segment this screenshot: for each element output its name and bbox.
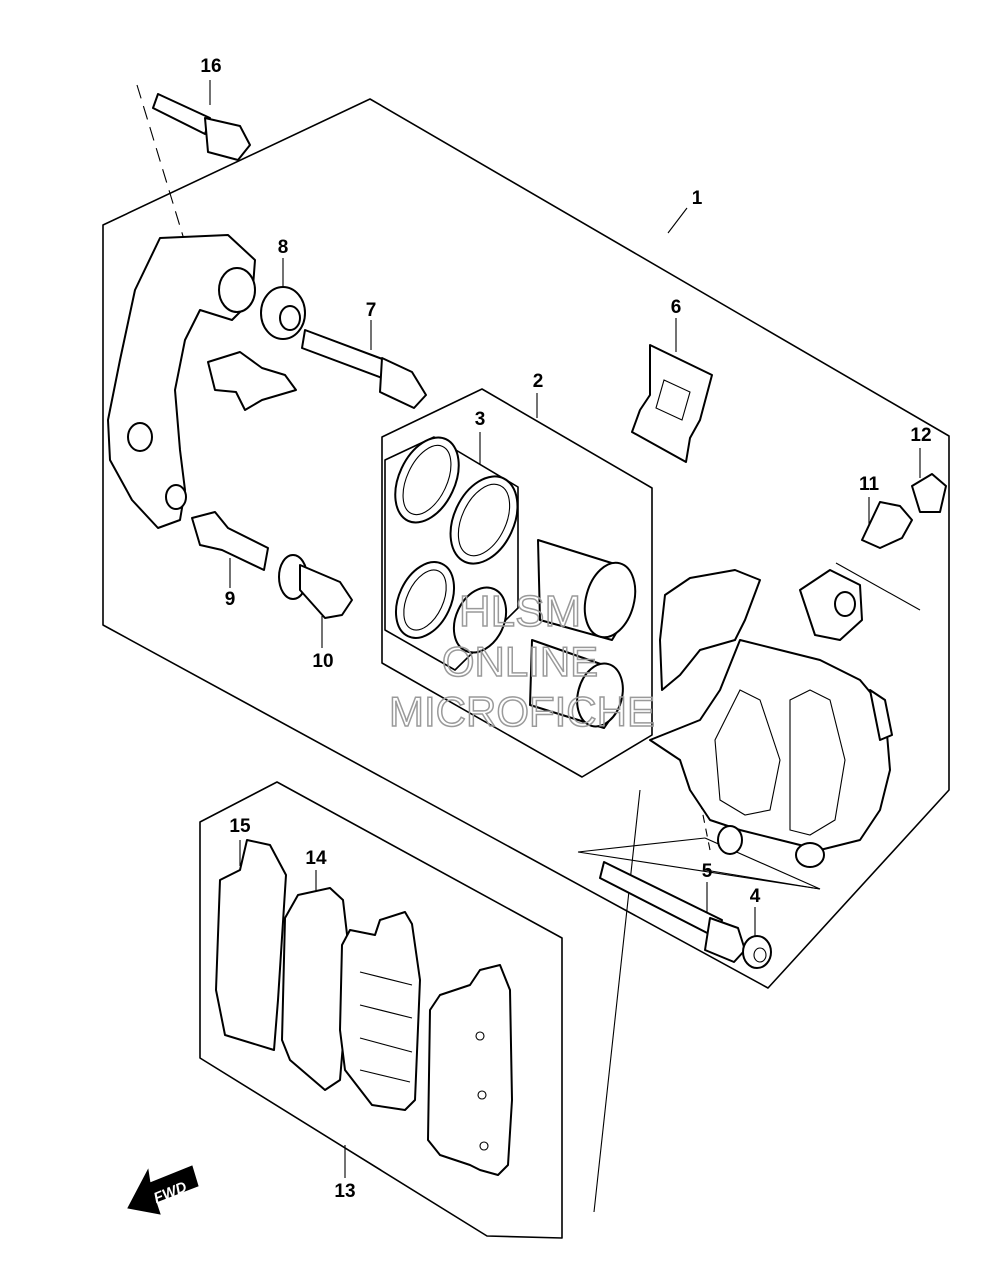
pin-7 xyxy=(301,329,427,409)
pad-shim-14 xyxy=(281,887,351,1091)
piston-set-2-outline xyxy=(381,388,653,778)
callout-10: 10 xyxy=(312,651,333,672)
watermark-line-3: MICROFICHE xyxy=(389,688,655,735)
callout-7: 7 xyxy=(366,300,377,321)
pad-spring-6 xyxy=(631,344,713,463)
watermark: HLSM ONLINE MICROFICHE xyxy=(388,586,656,736)
callout-16: 16 xyxy=(200,56,221,77)
fwd-arrow-icon: FWD xyxy=(127,1165,199,1215)
callout-5: 5 xyxy=(702,861,713,882)
callout-8: 8 xyxy=(278,237,289,258)
brake-pads-13 xyxy=(339,911,513,1176)
callout-4: 4 xyxy=(750,886,761,907)
callout-6: 6 xyxy=(671,297,682,318)
callout-labels: 1 2 3 4 5 6 7 8 9 10 11 12 13 14 15 16 xyxy=(200,56,931,1202)
callout-15: 15 xyxy=(229,816,251,837)
caliper-body xyxy=(649,569,893,868)
callout-2: 2 xyxy=(533,371,544,392)
pad-set-13-outline xyxy=(199,781,563,1239)
pad-shim-15 xyxy=(215,839,287,1051)
watermark-line-1: HLSM xyxy=(459,587,581,636)
boot-10 xyxy=(278,554,353,619)
bolt-16 xyxy=(152,93,251,161)
pin-5 xyxy=(599,861,746,963)
watermark-line-2: ONLINE xyxy=(442,638,598,685)
callout-14: 14 xyxy=(305,848,327,869)
callout-13: 13 xyxy=(334,1181,355,1202)
bleeder-cap-12 xyxy=(911,473,947,513)
bushing-8 xyxy=(260,286,306,340)
callout-9: 9 xyxy=(225,589,236,610)
pin-9 xyxy=(191,511,269,571)
callout-3: 3 xyxy=(475,409,486,430)
callout-11: 11 xyxy=(859,474,880,495)
assembly-1-outline xyxy=(102,98,950,989)
callout-12: 12 xyxy=(910,425,931,446)
bleeder-valve-11 xyxy=(861,501,913,549)
seals-3 xyxy=(394,436,519,654)
callout-1: 1 xyxy=(692,188,703,209)
pistons-2 xyxy=(529,539,637,729)
plug-4 xyxy=(742,935,772,969)
caliper-bracket xyxy=(107,234,297,529)
